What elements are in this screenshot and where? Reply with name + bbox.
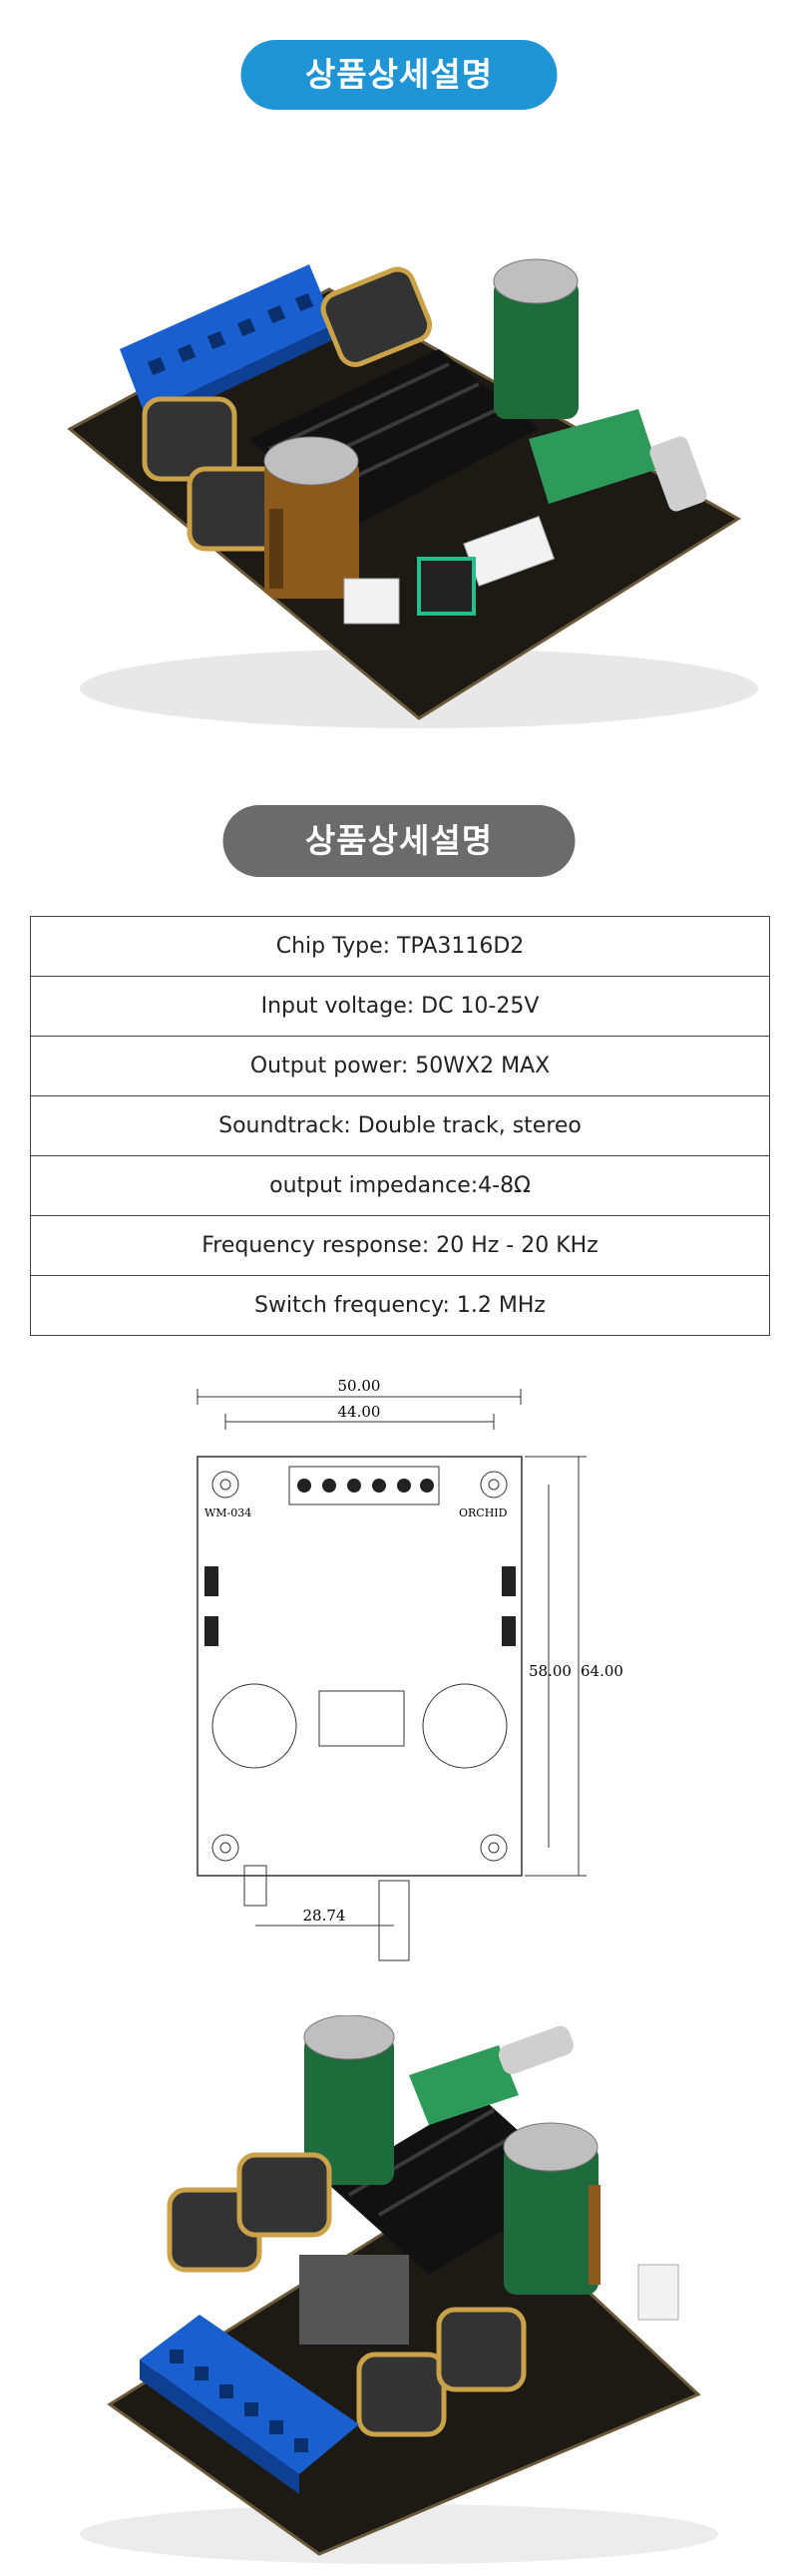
capacitor-left <box>263 436 359 599</box>
inductor <box>142 266 433 552</box>
potentiometer <box>409 2025 575 2125</box>
capacitor-right <box>503 2122 600 2295</box>
header-title: 상품상세설명 <box>240 40 558 110</box>
spec-row: Switch frequency: 1.2 MHz <box>30 1275 770 1336</box>
section-title: 상품상세설명 <box>222 805 576 877</box>
dim-inner-height: 58.00 <box>529 1662 572 1680</box>
spec-row: Soundtrack: Double track, stereo <box>30 1095 770 1156</box>
spec-table: Chip Type: TPA3116D2 Input voltage: DC 1… <box>30 916 770 1336</box>
dim-knob-offset: 28.74 <box>303 1907 346 1925</box>
spec-row: Frequency response: 20 Hz - 20 KHz <box>30 1215 770 1276</box>
spec-row: output impedance:4-8Ω <box>30 1155 770 1216</box>
product-photo-top <box>67 258 758 728</box>
dim-inner-width: 44.00 <box>338 1403 381 1421</box>
dim-outer-height: 64.00 <box>581 1662 623 1680</box>
brand-label: ORCHID <box>459 1506 508 1519</box>
dim-outer-width: 50.00 <box>338 1377 381 1395</box>
connector <box>637 2264 679 2321</box>
product-photo-bottom <box>80 2015 718 2564</box>
dimension-drawing: 50.00 44.00 58.00 64.00 28.74 WM-034 ORC… <box>197 1377 623 1961</box>
model-label: WM-034 <box>204 1506 251 1519</box>
spec-row: Output power: 50WX2 MAX <box>30 1036 770 1096</box>
potentiometer <box>529 409 707 512</box>
spec-row: Chip Type: TPA3116D2 <box>30 916 770 977</box>
connector <box>343 578 400 625</box>
capacitor-right <box>493 258 579 419</box>
spec-row: Input voltage: DC 10-25V <box>30 976 770 1037</box>
audio-jack <box>417 557 476 616</box>
inductor <box>167 2152 527 2437</box>
terminal-block <box>140 2315 359 2494</box>
gray-components <box>299 2255 409 2345</box>
capacitor-left <box>303 2015 395 2185</box>
